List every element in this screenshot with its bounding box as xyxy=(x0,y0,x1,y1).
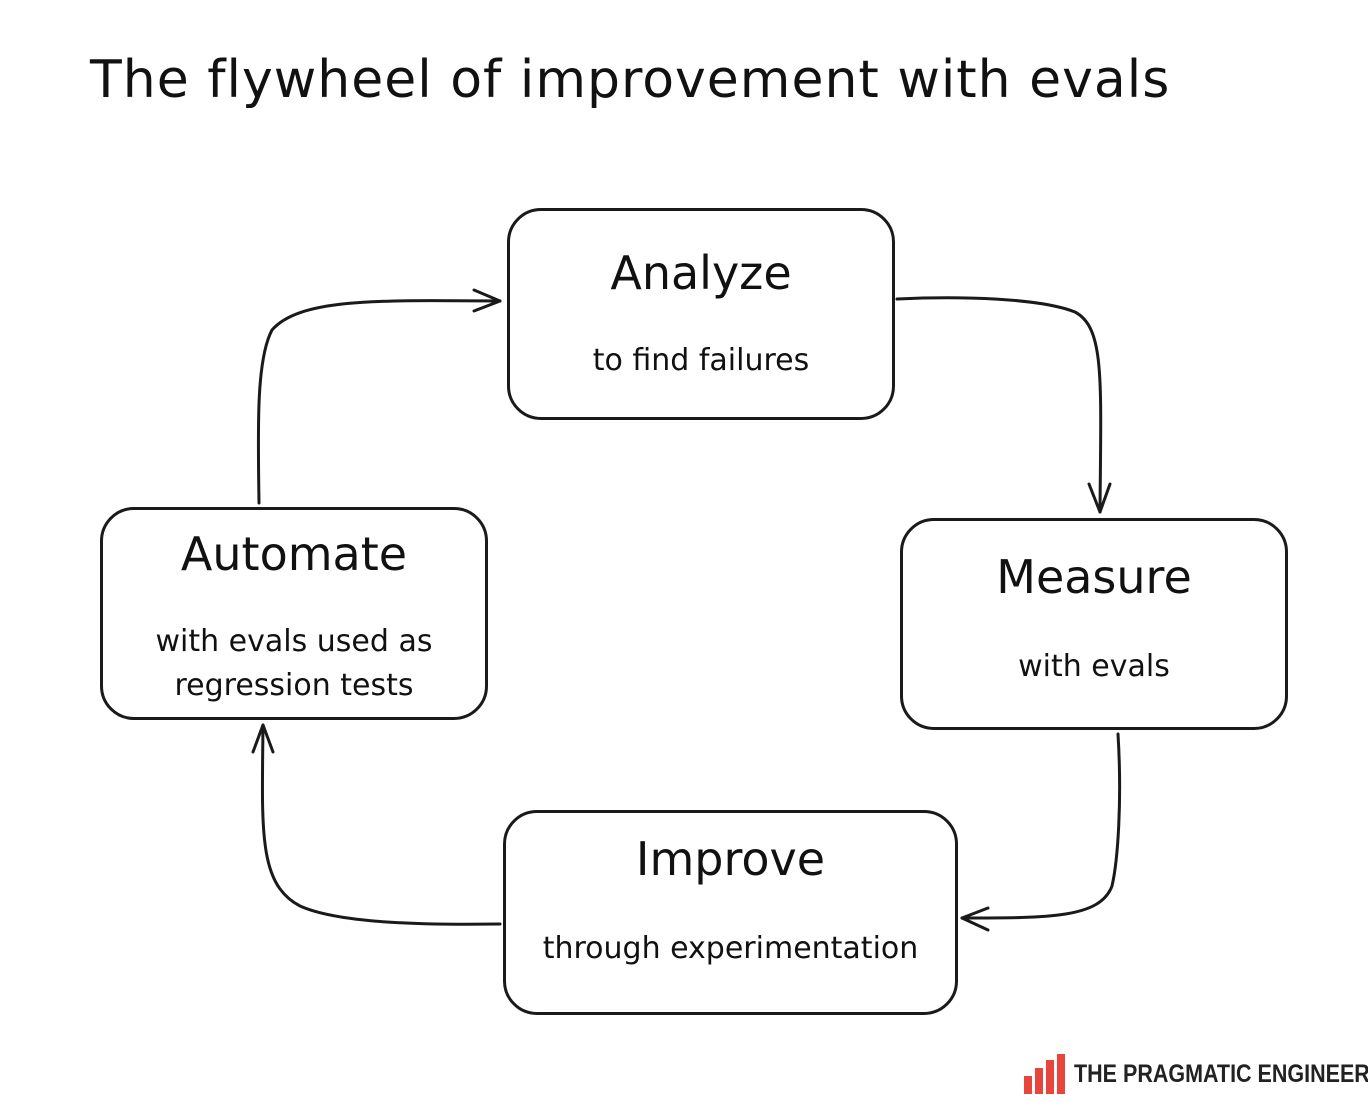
node-analyze: Analyze to find failures xyxy=(507,208,895,420)
diagram-title: The flywheel of improvement with evals xyxy=(90,50,1171,110)
arrowhead-automate-to-analyze xyxy=(472,288,502,313)
arrow-measure-to-improve xyxy=(960,732,1122,920)
node-automate: Automate with evals used as regression t… xyxy=(100,507,488,720)
logo-bar xyxy=(1035,1068,1043,1094)
node-measure-description: with evals xyxy=(1018,649,1170,684)
node-analyze-heading: Analyze xyxy=(610,246,792,300)
logo-bar xyxy=(1046,1060,1054,1094)
brand-footer: THE PRAGMATIC ENGINEER xyxy=(1024,1054,1368,1094)
node-measure-heading: Measure xyxy=(996,550,1192,604)
node-improve: Improve through experimentation xyxy=(503,810,958,1015)
arrowhead-measure-to-improve xyxy=(960,906,990,932)
logo-bar xyxy=(1057,1054,1065,1094)
brand-name: THE PRAGMATIC ENGINEER xyxy=(1074,1059,1368,1088)
bar-chart-logo-icon xyxy=(1024,1054,1065,1094)
arrowhead-improve-to-automate xyxy=(251,723,275,754)
arrow-improve-to-automate xyxy=(260,723,502,926)
arrow-analyze-to-measure xyxy=(895,296,1103,514)
node-measure: Measure with evals xyxy=(900,518,1288,730)
node-improve-description: through experimentation xyxy=(542,931,919,966)
arrow-automate-to-analyze xyxy=(256,299,502,505)
node-automate-description: with evals used as regression tests xyxy=(155,624,433,703)
node-improve-heading: Improve xyxy=(635,832,826,886)
logo-bar xyxy=(1024,1076,1032,1094)
arrowhead-analyze-to-measure xyxy=(1087,482,1112,514)
node-analyze-description: to find failures xyxy=(592,343,810,378)
node-automate-heading: Automate xyxy=(180,527,408,581)
